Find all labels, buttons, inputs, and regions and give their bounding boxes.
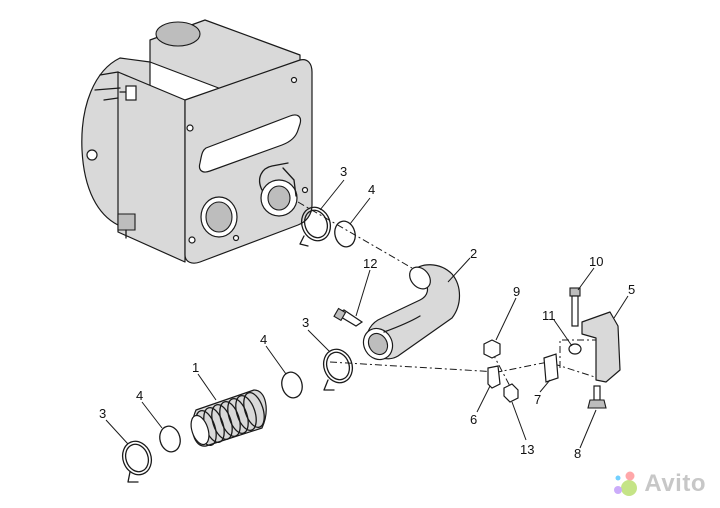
bolt-10 bbox=[569, 287, 581, 327]
logo-dot-tiny bbox=[615, 475, 621, 481]
logo-dot-small bbox=[625, 471, 635, 481]
callout-3-bottom: 3 bbox=[99, 406, 106, 421]
callout-4-top: 4 bbox=[368, 182, 375, 197]
callout-9: 9 bbox=[513, 284, 520, 299]
callout-2: 2 bbox=[470, 246, 477, 261]
elbow-pipe bbox=[362, 264, 461, 361]
seal-ring-middle bbox=[281, 371, 303, 399]
bracket-5 bbox=[581, 311, 621, 383]
callout-1: 1 bbox=[192, 360, 199, 375]
callout-4-middle: 4 bbox=[260, 332, 267, 347]
callout-5: 5 bbox=[628, 282, 635, 297]
clamp-bottom bbox=[121, 440, 153, 483]
callout-8: 8 bbox=[574, 446, 581, 461]
washer-11 bbox=[568, 343, 582, 355]
silencer-unit bbox=[81, 19, 313, 264]
clamp-middle bbox=[322, 348, 354, 391]
callout-3-middle: 3 bbox=[302, 315, 309, 330]
corrugated-hose bbox=[190, 389, 267, 447]
logo-dot-medium bbox=[614, 486, 623, 494]
nut-13 bbox=[503, 383, 519, 403]
callout-7: 7 bbox=[534, 392, 541, 407]
avito-watermark: Avito bbox=[612, 470, 706, 498]
nut-9 bbox=[483, 339, 501, 359]
callout-10: 10 bbox=[589, 254, 603, 269]
callout-12: 12 bbox=[363, 256, 377, 271]
avito-logo-icon bbox=[614, 471, 638, 496]
callout-3-top: 3 bbox=[340, 164, 347, 179]
watermark-text: Avito bbox=[644, 470, 706, 497]
callout-numbers: 3 4 2 12 3 4 1 4 3 9 10 11 5 6 7 13 8 bbox=[99, 164, 635, 461]
bolt-8 bbox=[587, 385, 607, 409]
callout-6: 6 bbox=[470, 412, 477, 427]
leader-lines bbox=[105, 179, 629, 449]
bolt-12 bbox=[333, 307, 364, 327]
callout-4-bottom: 4 bbox=[136, 388, 143, 403]
logo-dot-large bbox=[621, 480, 638, 496]
bracket-6 bbox=[487, 365, 501, 389]
callout-11: 11 bbox=[542, 308, 556, 323]
seal-ring-bottom bbox=[159, 425, 181, 453]
callout-13: 13 bbox=[520, 442, 534, 457]
clamp-top bbox=[299, 206, 332, 247]
seal-ring-top bbox=[334, 220, 356, 248]
spacer-7 bbox=[543, 353, 559, 383]
